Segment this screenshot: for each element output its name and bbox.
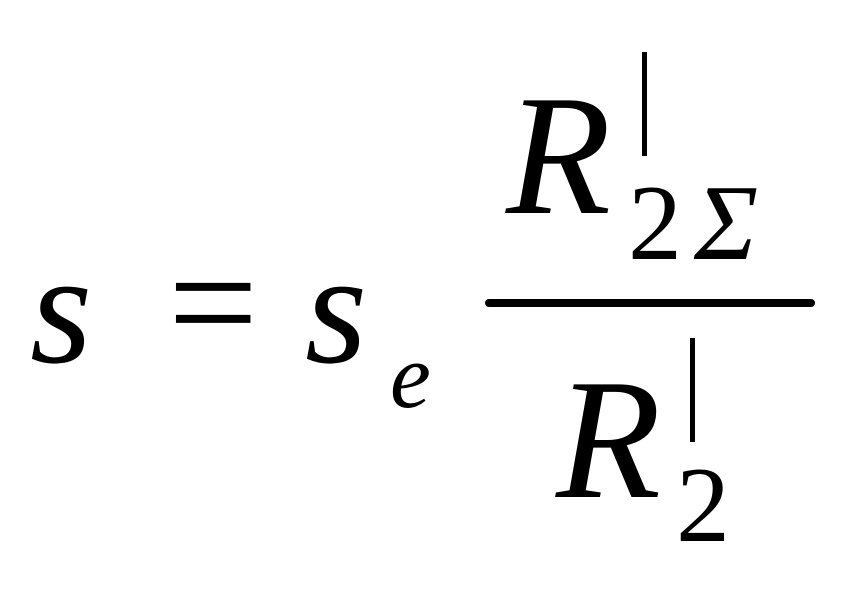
fraction-bar bbox=[485, 299, 815, 307]
numerator-subscript-sigma: Σ bbox=[694, 164, 759, 283]
equals-sign: = bbox=[168, 213, 259, 391]
rhs-subscript-e: e bbox=[390, 325, 431, 427]
denominator-symbol-r: R bbox=[556, 345, 662, 535]
numerator-subscript-2: 2 bbox=[628, 164, 682, 283]
lhs-variable-s: s bbox=[30, 219, 93, 397]
numerator-symbol-r: R bbox=[506, 61, 612, 251]
denominator-subscript-2: 2 bbox=[676, 446, 730, 565]
denominator-prime-mark bbox=[690, 338, 695, 442]
rhs-variable-s: s bbox=[305, 219, 368, 397]
numerator-prime-mark bbox=[642, 52, 647, 156]
